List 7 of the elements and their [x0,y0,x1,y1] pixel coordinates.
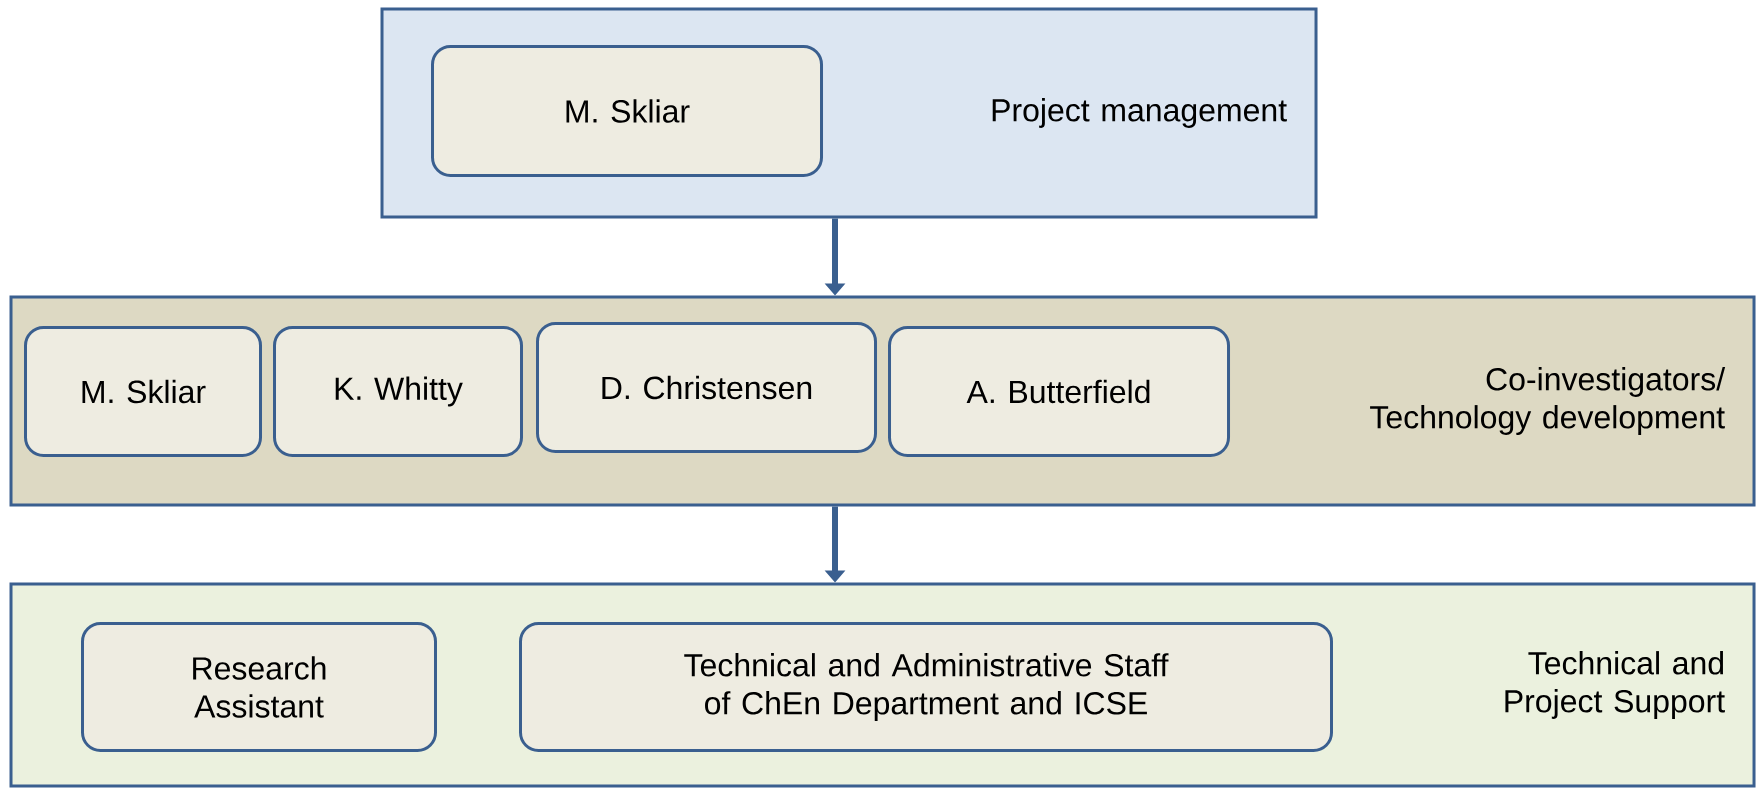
name-box: K. Whitty [273,326,523,457]
name-box: D. Christensen [536,322,877,453]
name-box: M. Skliar [24,326,262,457]
name-box: M. Skliar [431,45,823,177]
name-box: Technical and Administrative Staff of ChEn Department and ICSE [519,622,1333,752]
name-box: A. Butterfield [888,326,1230,457]
name-box: Research Assistant [81,622,437,752]
